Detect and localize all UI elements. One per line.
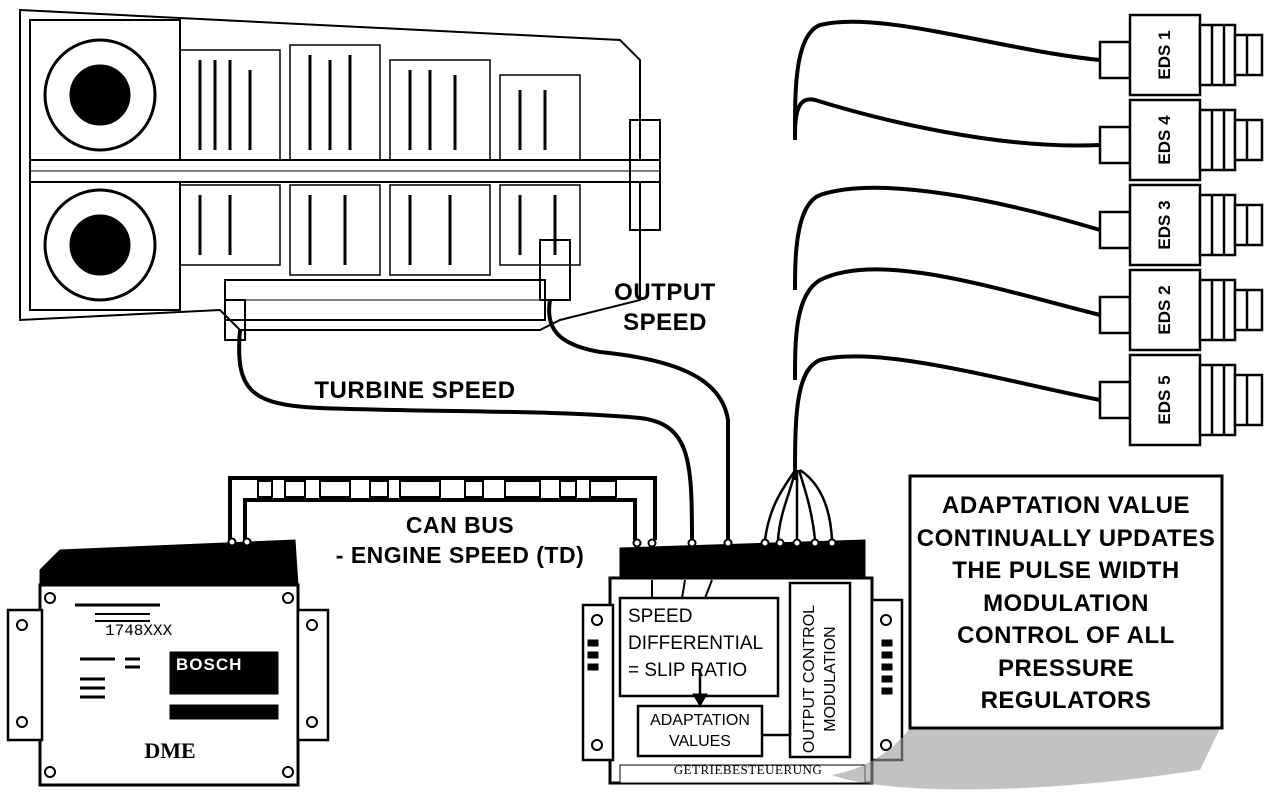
output-speed-label: OUTPUT SPEED	[590, 278, 740, 338]
adaptation-note-line-3: THE PULSE WIDTH	[952, 557, 1180, 584]
adaptation-note-line-6: PRESSURE	[997, 654, 1135, 682]
can-bus-line-2: - ENGINE SPEED (TD)	[335, 542, 585, 568]
solenoid-eds-5	[1098, 353, 1264, 447]
tcu-unit	[581, 538, 904, 785]
solenoid-eds-4	[1098, 98, 1264, 182]
adaptation-note-line-5: CONTROL OF ALL	[957, 622, 1175, 649]
output-control-label: OUTPUT CONTROL MODULATION	[799, 594, 841, 764]
dme-unit	[6, 537, 330, 787]
transmission-illustration	[19, 8, 661, 341]
dme-part-number: 1748XXX	[105, 622, 173, 640]
adaptation-values-line-2: VALUES	[669, 733, 731, 750]
solenoid-eds-2	[1098, 268, 1264, 352]
can-bus-label: CAN BUS - ENGINE SPEED (TD)	[300, 510, 620, 570]
adaptation-note-line-2: CONTINUALLY UPDATES	[916, 524, 1216, 552]
adaptation-values-line-1: ADAPTATION	[650, 712, 750, 729]
eds-2-label: EDS 2	[1155, 285, 1174, 335]
can-bus-line-1: CAN BUS	[405, 512, 515, 538]
output-speed-line-1: OUTPUT	[614, 279, 716, 306]
adaptation-note-line-4: MODULATION	[983, 589, 1149, 617]
speed-differential-line-3: = SLIP RATIO	[628, 660, 748, 681]
output-speed-line-2: SPEED	[623, 309, 707, 336]
callout-box	[832, 474, 1224, 790]
eds-1-label: EDS 1	[1155, 30, 1174, 80]
solenoid-eds-1	[1098, 13, 1264, 97]
wire-bundle	[763, 468, 834, 541]
can-bus-connectors	[257, 480, 617, 498]
eds-3-label: EDS 3	[1155, 200, 1174, 250]
sensor-wires	[228, 299, 730, 541]
bosch-logo-text: BOSCH	[176, 655, 243, 674]
turbine-speed-label: TURBINE SPEED	[314, 377, 516, 404]
tcu-footer-text: GETRIEBESTEUERUNG	[673, 762, 823, 777]
solenoid-eds-3	[1098, 183, 1264, 267]
speed-differential-line-1: SPEED	[628, 606, 693, 627]
adaptation-note-line-7: REGULATORS	[980, 687, 1152, 714]
adaptation-note-text: ADAPTATION VALUE CONTINUALLY UPDATES THE…	[912, 490, 1220, 718]
adaptation-note-line-1: ADAPTATION VALUE	[942, 492, 1190, 519]
eds-5-label: EDS 5	[1155, 375, 1174, 425]
solenoid-wires	[793, 19, 1101, 481]
adaptation-values-label: ADAPTATION VALUES	[638, 710, 762, 752]
dme-label: DME	[144, 738, 196, 763]
eds-4-label: EDS 4	[1155, 115, 1174, 165]
output-control-line-2: MODULATION	[822, 626, 839, 732]
speed-differential-label: SPEED DIFFERENTIAL = SLIP RATIO	[628, 603, 763, 684]
speed-differential-line-2: DIFFERENTIAL	[628, 633, 764, 654]
output-control-line-1: OUTPUT CONTROL	[801, 604, 818, 754]
